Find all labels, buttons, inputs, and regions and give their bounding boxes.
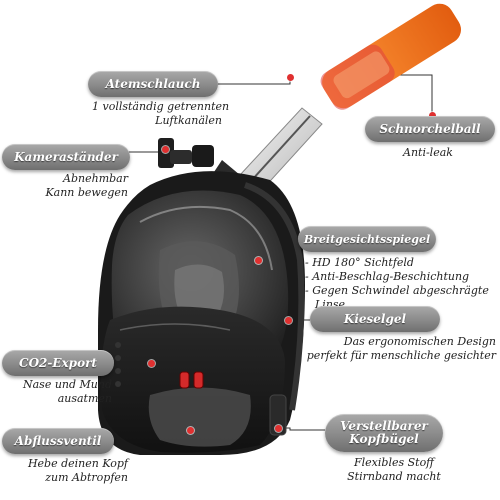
co2-vent-right	[193, 371, 204, 389]
desc-atemschlauch-line2: Luftkanälen	[155, 114, 222, 127]
desc-atemschlauch-line1: 1 vollständig getrennten	[92, 100, 230, 113]
label-kopfbuegel: Verstellbarer Kopfbügel	[325, 414, 443, 452]
label-kieselgel: Kieselgel	[310, 306, 440, 332]
label-kamerastaender: Kameraständer	[2, 144, 130, 170]
desc-atemschlauch: 1 vollständig getrennten Luftkanälen	[92, 100, 230, 128]
desc-abflussventil: Hebe deinen Kopf zum Abtropfen	[2, 457, 128, 485]
desc-breit-line2: - Anti-Beschlag-Beschichtung	[305, 270, 470, 283]
label-atemschlauch: Atemschlauch	[88, 71, 218, 97]
desc-kamerastaender: Abnehmbar Kann bewegen	[10, 172, 128, 200]
marker-kopfbuegel	[275, 425, 282, 432]
snorkel-ball	[320, 3, 461, 110]
desc-co2-export: Nase und Mund ausatmen	[4, 378, 112, 406]
desc-breitgesichtsspiegel: - HD 180° Sichtfeld - Anti-Beschlag-Besc…	[305, 256, 489, 312]
label-abflussventil: Abflussventil	[2, 428, 114, 454]
desc-schnorchelball-line1: Anti-leak	[403, 146, 453, 159]
desc-co2-line2: ausatmen	[57, 392, 112, 405]
strap-clip	[269, 394, 287, 436]
desc-breit-line1: - HD 180° Sichtfeld	[305, 256, 414, 269]
label-kopfbuegel-line1: Verstellbarer	[340, 419, 428, 433]
label-breitgesichtsspiegel: Breitgesichtsspiegel	[298, 226, 436, 252]
desc-abfluss-line1: Hebe deinen Kopf	[27, 457, 128, 470]
desc-kieselgel: Das ergonomischen Design perfekt für men…	[300, 335, 496, 363]
label-co2-export: CO2-Export	[2, 350, 114, 376]
marker-kamerastaender	[162, 146, 169, 153]
desc-kieselgel-line2: perfekt für menschliche gesichter	[306, 349, 496, 362]
co2-vent-left	[179, 371, 190, 389]
marker-atemschlauch	[287, 74, 294, 81]
side-vents	[115, 342, 121, 387]
camera-mount	[158, 138, 214, 168]
desc-kamerastaender-line1: Abnehmbar	[63, 172, 128, 185]
marker-schnorchelball	[429, 112, 436, 119]
marker-breitgesicht	[255, 257, 262, 264]
desc-breit-line3: - Gegen Schwindel abgeschrägte	[305, 284, 489, 297]
label-kopfbuegel-line2: Kopfbügel	[349, 432, 419, 446]
marker-abfluss	[187, 427, 194, 434]
desc-kieselgel-line1: Das ergonomischen Design	[343, 335, 496, 348]
desc-kopfbuegel: Flexibles Stoff Stirnband macht	[340, 456, 448, 484]
marker-kieselgel	[285, 317, 292, 324]
desc-schnorchelball: Anti-leak	[403, 146, 453, 160]
desc-co2-line1: Nase und Mund	[22, 378, 112, 391]
label-schnorchelball: Schnorchelball	[365, 116, 495, 142]
marker-co2	[148, 360, 155, 367]
desc-kopfbuegel-line1: Flexibles Stoff	[354, 456, 434, 469]
desc-kamerastaender-line2: Kann bewegen	[45, 186, 128, 199]
desc-abfluss-line2: zum Abtropfen	[45, 471, 128, 484]
desc-kopfbuegel-line2: Stirnband macht	[347, 470, 441, 483]
